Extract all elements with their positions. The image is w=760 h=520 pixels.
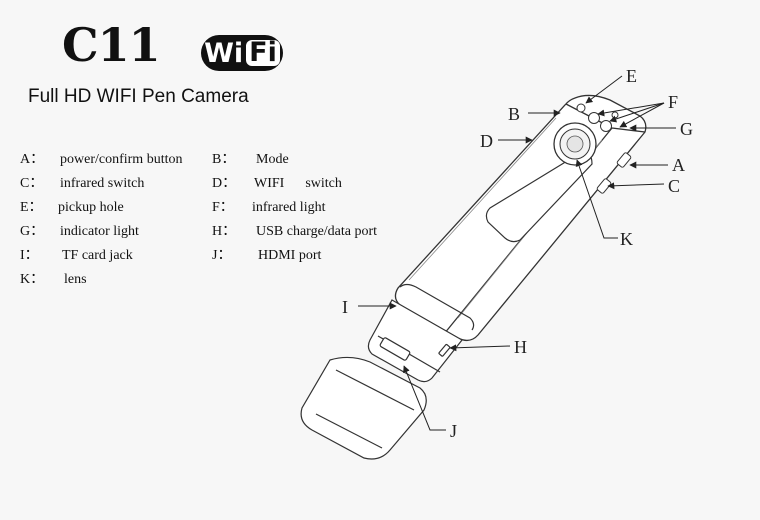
callout-b: B bbox=[508, 104, 520, 124]
wifi-logo-fi: Fi bbox=[246, 39, 280, 66]
legend-item-d: D：WIFI switch bbox=[212, 176, 342, 191]
legend-item-k: K：lens bbox=[20, 272, 87, 287]
lens bbox=[553, 122, 597, 166]
callout-j: J bbox=[450, 421, 457, 441]
callout-line-f3 bbox=[619, 102, 665, 128]
indicator-light bbox=[611, 111, 619, 119]
legend-item-a: A：power/confirm button bbox=[20, 152, 183, 167]
infrared-light-1 bbox=[588, 112, 600, 124]
callout-line-j bbox=[403, 365, 446, 431]
infrared-light-2 bbox=[600, 120, 612, 132]
legend-item-b: B：Mode bbox=[212, 152, 289, 167]
power-button bbox=[616, 152, 632, 168]
legend-item-e: E：pickup hole bbox=[20, 200, 124, 215]
callout-line-f2 bbox=[609, 102, 665, 123]
callout-a: A bbox=[672, 155, 685, 175]
legend-item-i: I：TF card jack bbox=[20, 248, 133, 263]
wifi-logo-wi: Wi bbox=[204, 37, 244, 69]
product-subtitle: Full HD WIFI Pen Camera bbox=[28, 86, 249, 107]
model-title: C11 bbox=[62, 18, 161, 72]
cap bbox=[300, 356, 427, 460]
legend-item-g: G：indicator light bbox=[20, 224, 139, 239]
callout-k: K bbox=[620, 229, 633, 249]
legend-item-f: F：infrared light bbox=[212, 200, 326, 215]
pickup-hole bbox=[576, 103, 586, 113]
callout-line-h bbox=[449, 344, 511, 352]
legend-item-j: J：HDMI port bbox=[212, 248, 322, 263]
callout-line-f1 bbox=[597, 102, 665, 117]
callout-g: G bbox=[680, 119, 693, 139]
callout-line-k bbox=[575, 159, 618, 239]
callout-line-e bbox=[585, 75, 623, 104]
callout-d: D bbox=[480, 131, 493, 151]
callout-e: E bbox=[626, 66, 637, 86]
usb-plug bbox=[367, 299, 463, 383]
legend-item-h: H：USB charge/data port bbox=[212, 224, 378, 239]
callout-i: I bbox=[342, 297, 348, 317]
callout-h: H bbox=[514, 337, 527, 357]
callout-line-c bbox=[607, 182, 665, 190]
body-band bbox=[399, 283, 475, 331]
callout-f: F bbox=[668, 92, 678, 112]
legend-item-c: C：infrared switch bbox=[20, 176, 145, 191]
callout-c: C bbox=[668, 176, 680, 196]
